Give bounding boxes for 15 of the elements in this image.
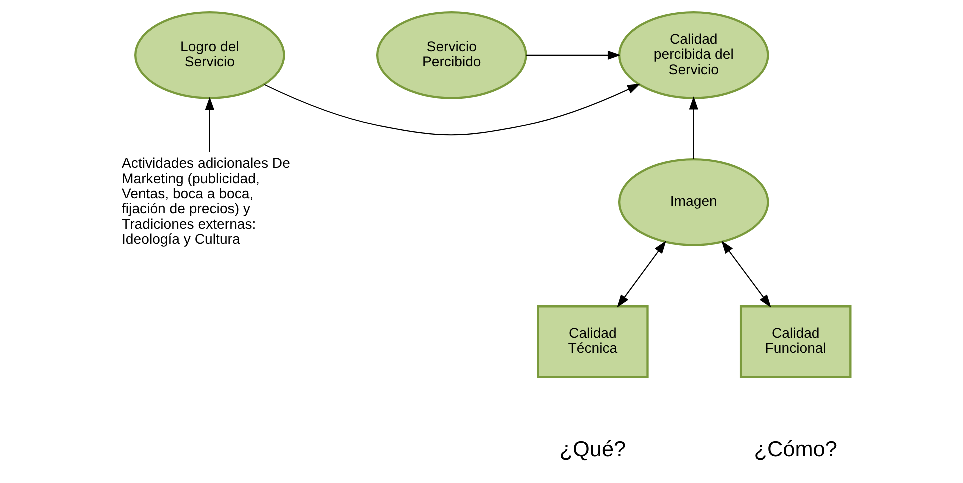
node-box: Calidad Funcional bbox=[739, 306, 852, 378]
node-label: ¿Cómo? bbox=[754, 436, 837, 462]
arrow bbox=[688, 96, 698, 160]
arrow bbox=[526, 50, 620, 60]
arrow bbox=[264, 84, 640, 136]
node-ellipse: Logro del Servicio bbox=[134, 11, 285, 100]
node-ellipse: Imagen bbox=[618, 158, 769, 246]
arrow bbox=[616, 240, 666, 308]
node-ellipse: Servicio Percibido bbox=[376, 11, 527, 100]
node-ellipse: Calidad percibida del Servicio bbox=[618, 11, 769, 100]
arrow bbox=[204, 97, 214, 152]
node-text: Actividades adicionales De Marketing (publicidad, Ventas, boca a boca, fijación de precios) y Tradiciones externas: Ideología y Cultura bbox=[122, 155, 290, 248]
node-box: Calidad Técnica bbox=[536, 306, 648, 378]
arrow bbox=[721, 240, 771, 308]
node-label: ¿Qué? bbox=[559, 436, 626, 462]
